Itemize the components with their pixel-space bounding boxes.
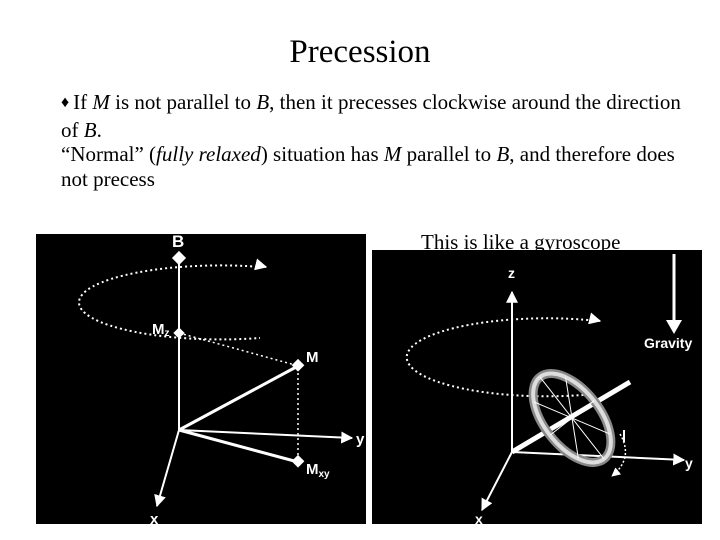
slide-body: ♦If M is not parallel to B, then it prec…	[61, 90, 701, 191]
precession-path	[78, 264, 263, 341]
label-y: y	[356, 431, 365, 448]
slide-title: Precession	[289, 34, 431, 70]
text: ) situation has	[260, 142, 384, 166]
gyroscope-wheel	[528, 369, 616, 467]
precession-diagram: B Mz M Mxy y x	[36, 234, 366, 524]
x-axis	[154, 429, 180, 508]
label-gravity: Gravity	[644, 335, 692, 351]
label-mz-main: M	[152, 321, 165, 338]
spin-arrow-icon	[611, 433, 627, 477]
label-b: B	[172, 234, 184, 251]
text: , then it precesses clockwise around the…	[61, 90, 681, 142]
text: , and therefore does not precess	[61, 142, 675, 191]
text: .	[96, 117, 102, 142]
symbol-m: M	[92, 90, 110, 114]
label-gyro-x: x	[475, 511, 483, 524]
text: is not parallel to	[109, 90, 257, 114]
text: parallel to	[401, 142, 497, 166]
label-mxy-main: M	[306, 461, 319, 478]
symbol-b: B	[496, 142, 510, 166]
mxy-vector-tip-icon	[291, 454, 305, 468]
text: If	[73, 90, 93, 114]
precession-diagram-svg: B Mz M Mxy y x	[78, 234, 365, 524]
diamond-bullet-icon: ♦	[61, 94, 70, 111]
mxy-vector	[178, 428, 299, 464]
gyro-x-axis	[481, 451, 513, 512]
mz-projection	[178, 332, 296, 366]
label-mxy: Mxy	[306, 461, 330, 480]
label-mxy-subscript: xy	[319, 469, 331, 480]
precession-arrow-icon	[254, 258, 268, 271]
label-x: x	[150, 511, 159, 524]
emphasis-fully-relaxed: fully relaxed	[156, 142, 261, 166]
label-m: M	[306, 349, 319, 366]
y-axis	[178, 429, 354, 444]
text: “Normal” (	[61, 142, 157, 166]
label-mz: Mz	[152, 321, 170, 339]
label-mz-subscript: z	[165, 328, 170, 339]
label-z: z	[508, 265, 515, 281]
symbol-m: M	[383, 142, 402, 166]
gyroscope-diagram: z Gravity y x	[372, 250, 702, 524]
gyroscope-caption: This is like a gyroscope	[421, 230, 621, 250]
gravity-arrow-head-icon	[666, 320, 682, 334]
m-vector	[178, 364, 299, 432]
gyroscope-diagram-svg: z Gravity y x	[405, 254, 693, 524]
symbol-b: B	[256, 90, 270, 114]
paragraph-relaxed: “Normal” (fully relaxed) situation has M…	[61, 142, 701, 191]
gyro-precession-path	[405, 317, 599, 398]
symbol-b: B	[83, 117, 97, 142]
gyro-precession-arrow-icon	[588, 312, 602, 325]
paragraph-precession: ♦If M is not parallel to B, then it prec…	[61, 90, 701, 142]
b-axis-tip-icon	[171, 250, 187, 266]
label-gyro-y: y	[685, 455, 693, 471]
gyro-y-axis	[511, 451, 686, 466]
